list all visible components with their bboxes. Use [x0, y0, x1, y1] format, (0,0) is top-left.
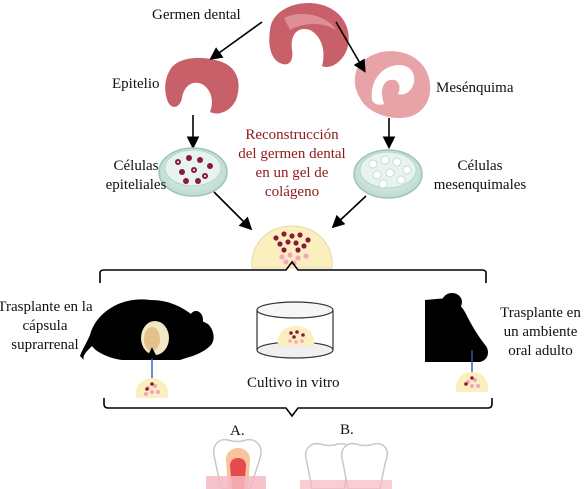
petri-dish-icon-mesenchymal — [353, 149, 423, 199]
label-reconstruccion-line1: Reconstrucción — [245, 127, 339, 143]
label-trasplante-oral-line1: Trasplante en — [500, 305, 581, 321]
mouse-icon — [80, 299, 214, 360]
label-trasplante-oral-line3: oral adulto — [508, 343, 573, 359]
collagen-gel-icon — [251, 225, 333, 269]
label-germen-dental: Germen dental — [152, 7, 241, 23]
collagen-gel-small-right — [455, 372, 489, 392]
label-celulas-mesenquimales-line1: Células — [457, 158, 503, 174]
culture-dish-icon — [256, 301, 334, 359]
label-reconstruccion-line3: en un gel de — [255, 165, 329, 181]
label-trasplante-suprarrenal-line3: suprarrenal — [11, 337, 79, 353]
label-celulas-epiteliales-line2: epiteliales — [105, 177, 167, 193]
label-epitelio: Epitelio — [112, 76, 160, 92]
label-celulas-mesenquimales: Células mesenquimales — [424, 157, 536, 195]
label-trasplante-suprarrenal: Trasplante en la cápsula suprarrenal — [0, 298, 104, 355]
label-reconstruccion-line4: colágeno — [264, 184, 320, 200]
collagen-gel-small-left — [135, 378, 169, 398]
label-trasplante-suprarrenal-line1: Trasplante en la — [0, 299, 93, 315]
label-celulas-mesenquimales-line2: mesenquimales — [433, 177, 527, 193]
label-cultivo-in-vitro: Cultivo in vitro — [247, 375, 340, 391]
tooth-germ-icon — [269, 3, 349, 68]
label-b: B. — [340, 422, 354, 438]
epithelium-icon — [165, 57, 239, 114]
label-a: A. — [230, 423, 245, 439]
mesenchyme-icon — [354, 51, 431, 118]
label-reconstruccion: Reconstrucción del germen dental en un g… — [232, 126, 352, 202]
upper-bracket — [99, 260, 487, 283]
mouse-head-icon — [425, 293, 488, 362]
label-trasplante-oral: Trasplante en un ambiente oral adulto — [496, 304, 585, 361]
petri-dish-icon-epithelial — [158, 147, 228, 197]
label-reconstruccion-line2: del germen dental — [238, 146, 346, 162]
label-celulas-epiteliales-line1: Células — [113, 158, 159, 174]
label-trasplante-suprarrenal-line2: cápsula — [22, 318, 68, 334]
label-trasplante-oral-line2: un ambiente — [503, 324, 578, 340]
label-mesenquima: Mesénquima — [436, 80, 514, 96]
molar-tooth-icon-b — [300, 442, 392, 489]
molar-tooth-icon-a — [206, 438, 266, 489]
lower-bracket — [103, 398, 493, 418]
label-celulas-epiteliales: Células epiteliales — [104, 157, 168, 195]
